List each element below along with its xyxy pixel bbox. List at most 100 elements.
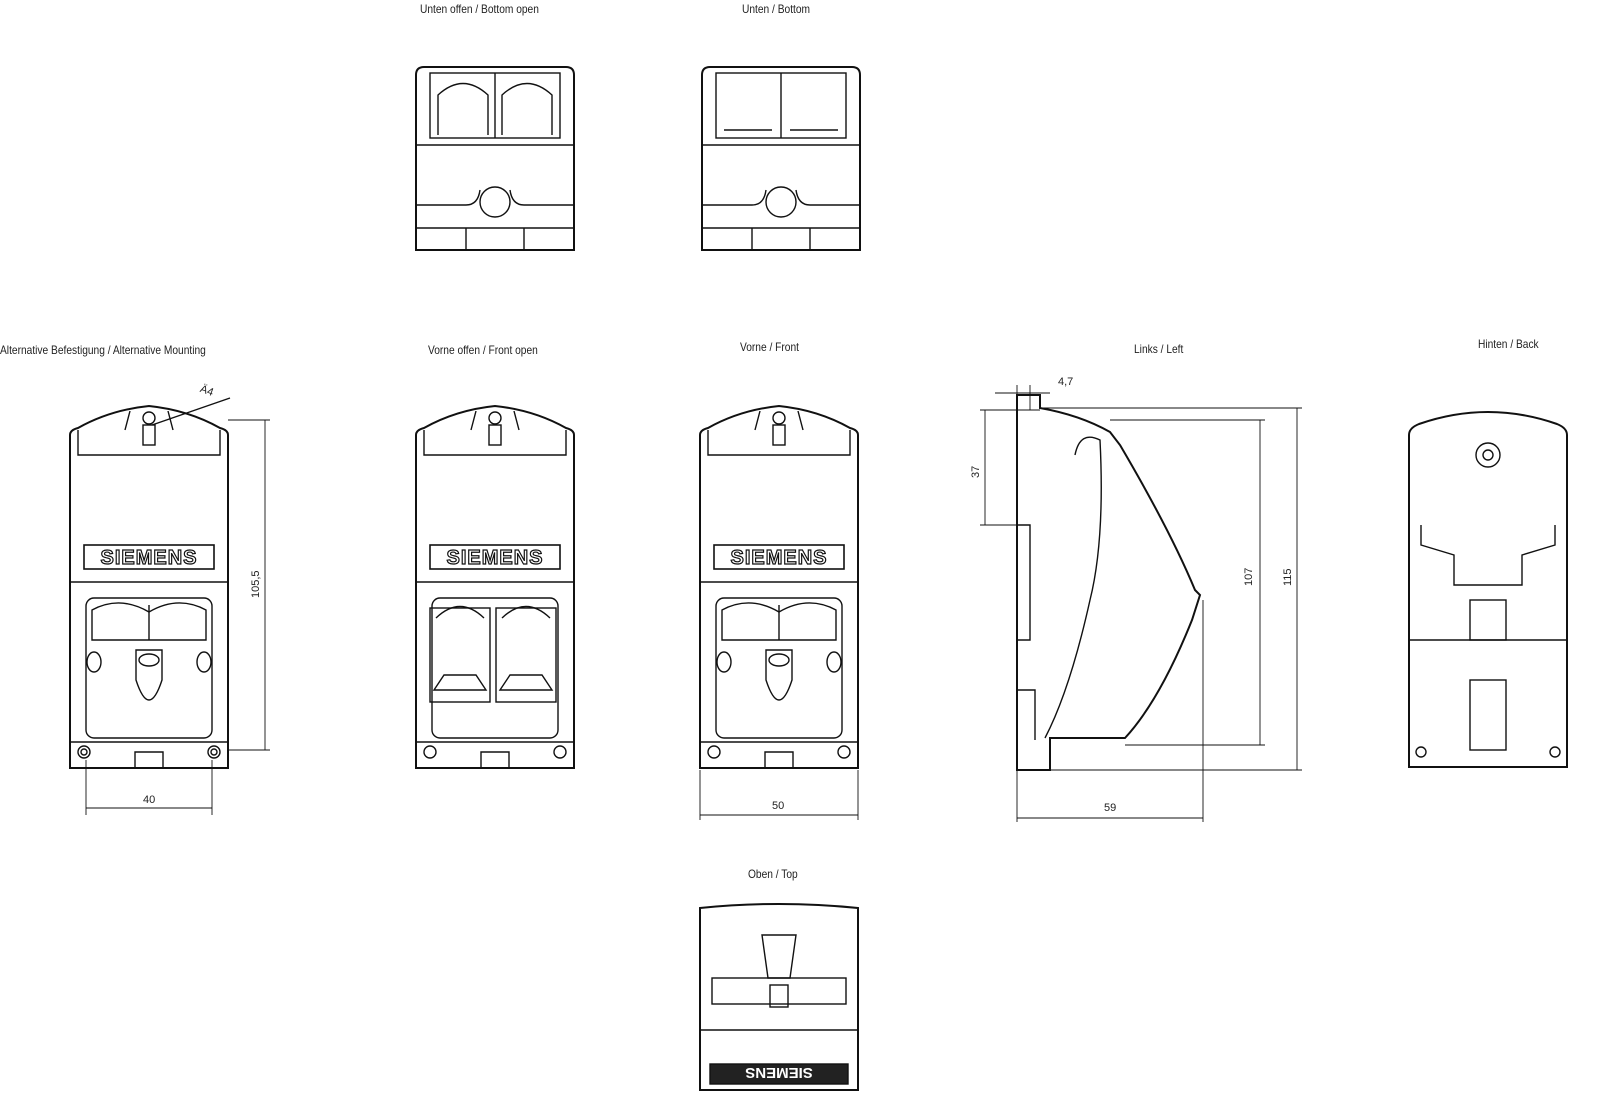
port-panel [85, 597, 213, 739]
view-front-open: SIEMENS [415, 404, 575, 769]
dim-height-inner: 107 [1243, 567, 1255, 586]
housing-outline [415, 66, 575, 251]
mounting-hole [1475, 442, 1501, 468]
label-front: Vorne / Front [740, 340, 799, 354]
housing-outline [1016, 394, 1202, 771]
bottom-tabs [70, 741, 228, 768]
bottom-tabs [700, 741, 858, 768]
port-cover [721, 602, 837, 641]
screw-hole [1549, 746, 1561, 758]
rj45-port [429, 607, 491, 703]
mount-slot [86, 651, 102, 673]
cap-band [423, 430, 567, 456]
label-back: Hinten / Back [1478, 337, 1539, 351]
cable-entry [765, 186, 797, 218]
logo-box [429, 544, 561, 570]
view-front: SIEMENS [699, 404, 859, 769]
bottom-tabs [416, 741, 574, 768]
siemens-logo: SIEMENS [730, 547, 827, 569]
screw-hole-inner [210, 748, 218, 756]
cable-guide [416, 189, 574, 206]
cable-entry [135, 649, 163, 701]
cap-latch [488, 424, 502, 446]
housing-outline [699, 903, 859, 1091]
dim-offset-left: 4,7 [1058, 376, 1074, 388]
siemens-logo: SIEMENS [446, 547, 543, 569]
cap-latch [772, 424, 786, 446]
label-bottom-open: Unten offen / Bottom open [420, 2, 539, 16]
cap-screw [772, 411, 786, 425]
screw-hole [77, 745, 91, 759]
cap-rib [754, 410, 804, 431]
housing-outline [701, 66, 861, 251]
leader-line [151, 397, 231, 426]
dim-height-total: 115 [1282, 568, 1294, 586]
latch-slot [769, 984, 789, 1008]
label-front-open: Vorne offen / Front open [428, 343, 538, 357]
din-rail-clip [702, 227, 860, 250]
rj45-port [495, 607, 557, 703]
mount-slot [716, 651, 732, 673]
cable-entry [765, 649, 793, 701]
siemens-logo: SIEMENS [100, 547, 197, 569]
label-alternative-mounting: Alternative Befestigung / Alternative Mo… [0, 343, 206, 357]
label-bottom: Unten / Bottom [742, 2, 811, 16]
cable-entry [479, 186, 511, 218]
cap-rib [124, 410, 174, 431]
cap-rib [470, 410, 520, 431]
hinged-cover [1044, 436, 1102, 739]
cap-band [707, 430, 851, 456]
cap-band [77, 430, 221, 456]
dim-width-alt: 40 [143, 794, 156, 806]
mount-slot [826, 651, 842, 673]
dim-depth-top: 37 [970, 465, 982, 478]
screw-hole-inner [80, 748, 88, 756]
housing-outline [1408, 411, 1568, 768]
port-cover [91, 602, 207, 641]
view-alternative-mounting: SIEMENS [69, 397, 231, 769]
dim-width-front: 50 [772, 800, 785, 812]
dim-height-alt: 105,5 [250, 570, 262, 598]
cable-hole [768, 653, 790, 667]
rail-recess [1420, 525, 1556, 586]
port-panel [431, 597, 559, 739]
view-top: SIEMENS [699, 903, 859, 1091]
cap-screw [488, 411, 502, 425]
dim-depth: 59 [1104, 802, 1117, 814]
release-tab [1469, 679, 1507, 751]
label-left: Links / Left [1134, 342, 1184, 356]
screw-hole [707, 745, 721, 759]
port-clip [501, 605, 551, 619]
port-latch [498, 674, 554, 691]
mounting-hole-inner [1482, 449, 1494, 461]
screw-hole [553, 745, 567, 759]
view-left [1016, 394, 1202, 771]
screw-hole [207, 745, 221, 759]
cap-latch [761, 934, 797, 979]
cap-edge [711, 977, 847, 1005]
screw-hole [1415, 746, 1427, 758]
port-clip [435, 605, 485, 619]
rj45-connector [437, 82, 489, 135]
screw-hole [423, 745, 437, 759]
siemens-logo: SIEMENS [745, 1064, 813, 1081]
dimension-lines [85, 385, 1302, 822]
rail-latch [1469, 599, 1507, 641]
port-panel [715, 597, 843, 739]
housing-outline [69, 404, 229, 769]
port-latch [432, 674, 488, 691]
cable-hole [138, 653, 160, 667]
logo-box [713, 544, 845, 570]
logo-box [83, 544, 215, 570]
screw-hole [837, 745, 851, 759]
housing-outline [415, 404, 575, 769]
housing-outline [699, 404, 859, 769]
din-rail-profile [1017, 524, 1036, 740]
view-back [1408, 411, 1568, 768]
view-bottom-open [415, 66, 575, 251]
rj45-connector [501, 82, 553, 135]
mount-slot [196, 651, 212, 673]
din-rail-clip [416, 227, 574, 250]
logo-plate [709, 1063, 849, 1085]
